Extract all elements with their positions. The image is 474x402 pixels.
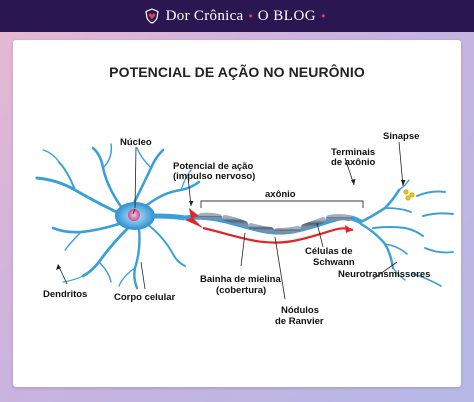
label-axonio: axônio: [265, 189, 296, 200]
label-bainha-line2: (cobertura): [216, 285, 267, 296]
leader-arrowheads: [56, 179, 406, 270]
impulse-arrowhead: [345, 225, 353, 233]
axon-bracket: [200, 200, 364, 208]
blog-header: Dor Crônica • O BLOG •: [0, 0, 474, 32]
label-corpo-celular: Corpo celular: [114, 292, 176, 303]
brand-separator-end: •: [321, 9, 326, 23]
label-celulas-line2: Schwann: [313, 257, 355, 268]
action-potential-bolt: [185, 208, 203, 228]
label-nodulos-line2: de Ranvier: [275, 316, 324, 327]
label-terminais-line2: de axônio: [331, 157, 376, 168]
myelin-sheath: [198, 212, 352, 234]
label-neurotransmissores: Neurotransmissores: [338, 269, 431, 280]
label-terminais-line1: Terminais: [331, 147, 376, 158]
dendrites: [35, 143, 201, 290]
label-bainha-line1: Bainha de mielina: [200, 274, 281, 285]
neurotransmitter-dots: [403, 189, 415, 201]
brand-section: O BLOG: [257, 7, 317, 24]
axon-hillock: [152, 213, 186, 221]
impulse-arrow: [202, 226, 354, 244]
diagram-card: POTENCIAL DE AÇÃO NO NEURÔNIO: [13, 40, 461, 387]
brand-name: Dor Crônica: [165, 7, 244, 24]
diagram-title: POTENCIAL DE AÇÃO NO NEURÔNIO: [109, 64, 365, 80]
label-nucleo: Núcleo: [120, 137, 152, 148]
postsynaptic-dendrites: [412, 190, 454, 287]
label-potencial-line2: (impulso nervoso): [173, 171, 256, 182]
heart-shield-logo-icon: [144, 8, 159, 24]
brand-separator: •: [248, 9, 253, 23]
label-sinapse: Sinapse: [383, 131, 420, 142]
axon-terminals: [359, 179, 424, 281]
label-dendritos: Dendritos: [43, 289, 88, 300]
neuron-diagram: [35, 141, 454, 300]
label-nodulos-line1: Nódulos: [281, 305, 319, 316]
label-celulas-line1: Células de: [305, 246, 353, 257]
nucleus: [128, 209, 140, 221]
label-potencial-line1: Potencial de ação: [173, 161, 254, 172]
